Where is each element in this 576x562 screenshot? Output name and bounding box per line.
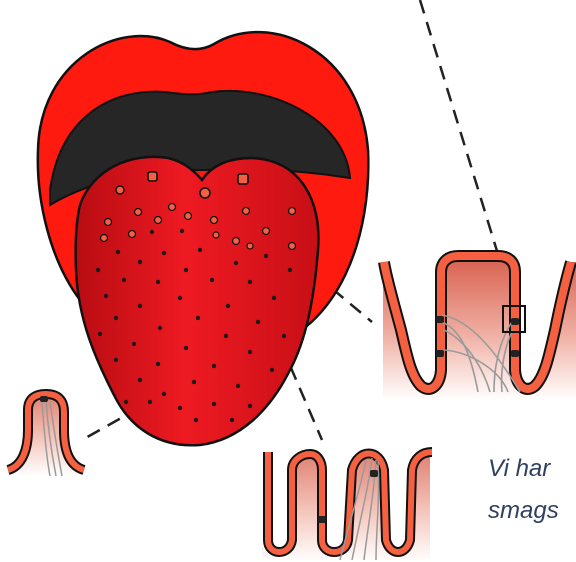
papilla-inset-left — [8, 394, 84, 476]
tongue-body — [76, 157, 319, 445]
caption-line-2: smags — [488, 499, 559, 523]
tongue — [76, 157, 319, 445]
caption-line-1: Vi har — [488, 457, 550, 481]
papilla-inset-right — [383, 256, 576, 400]
papilla-inset-bottom — [262, 452, 432, 562]
